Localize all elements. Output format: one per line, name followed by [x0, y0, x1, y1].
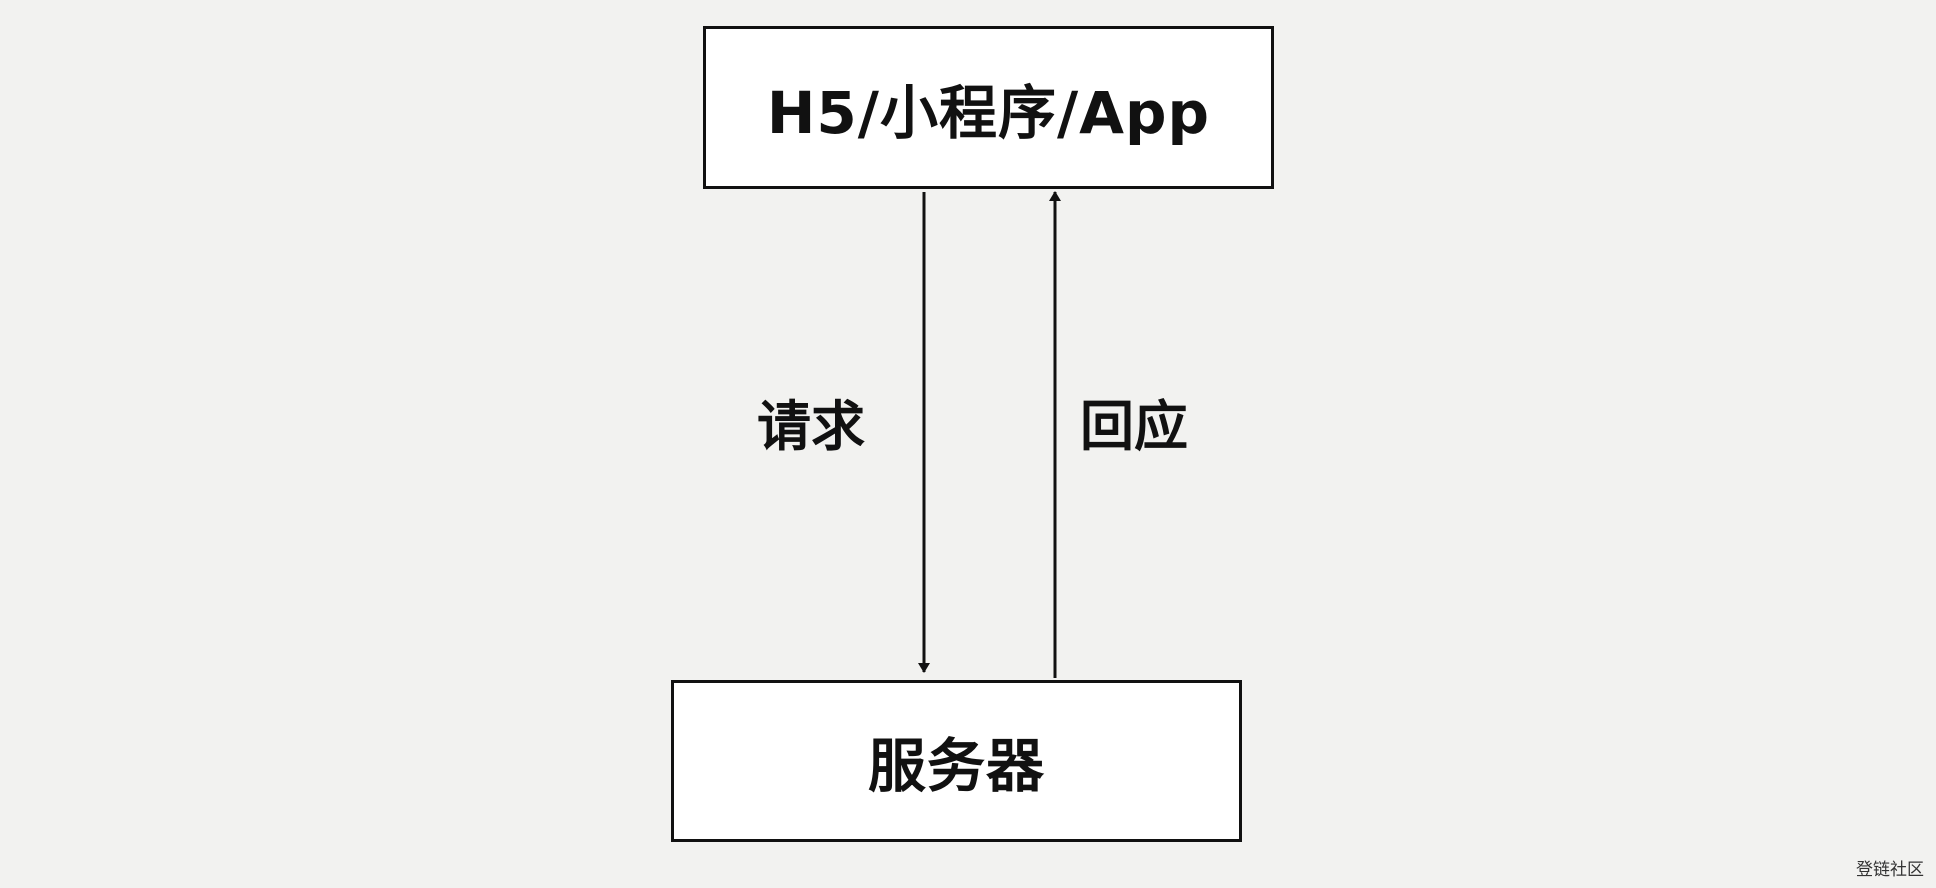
server-node-label: 服务器 [867, 732, 1045, 800]
response-label: 回应 [1080, 395, 1188, 458]
client-node-label: H5/小程序/App [766, 78, 1211, 147]
server-node: 服务器 [671, 680, 1242, 842]
client-node: H5/小程序/App [703, 26, 1274, 189]
watermark-text: 登链社区 [1856, 860, 1924, 880]
request-label: 请求 [757, 395, 865, 458]
